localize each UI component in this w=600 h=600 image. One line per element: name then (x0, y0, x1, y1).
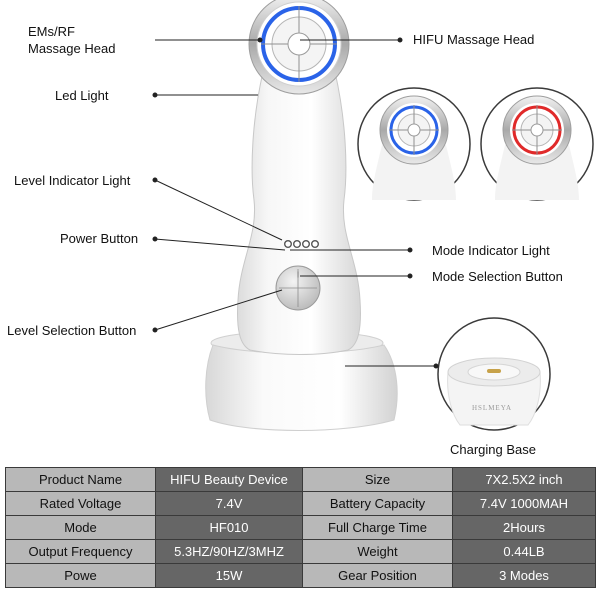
spec-value: 3 Modes (452, 563, 596, 588)
leader-lines (152, 37, 439, 369)
spec-key: Gear Position (302, 563, 453, 588)
spec-value: HIFU Beauty Device (155, 467, 303, 492)
mode-indicator-dots (284, 239, 320, 248)
label-ems-rf-line1: EMs/RF (28, 24, 75, 39)
spec-key: Size (302, 467, 453, 492)
spec-key: Mode (5, 515, 156, 540)
spec-value: 2Hours (452, 515, 596, 540)
label-ems-rf-line2: Massage Head (28, 41, 116, 56)
label-hifu-head: HIFU Massage Head (413, 32, 535, 47)
spec-key: Powe (5, 563, 156, 588)
spec-key: Full Charge Time (302, 515, 453, 540)
label-power-button: Power Button (60, 231, 139, 246)
table-row: Product Name HIFU Beauty Device Size 7X2… (5, 467, 596, 492)
spec-value: 0.44LB (452, 539, 596, 564)
label-mode-indicator: Mode Indicator Light (432, 243, 550, 258)
label-ems-rf-head: EMs/RF Massage Head (28, 23, 115, 57)
spec-value: HF010 (155, 515, 303, 540)
label-level-indicator: Level Indicator Light (14, 173, 131, 188)
table-row: Powe 15W Gear Position 3 Modes (5, 563, 596, 588)
device-diagram: | (152, 0, 594, 431)
label-charging-base: Charging Base (450, 442, 536, 457)
label-mode-selection: Mode Selection Button (432, 269, 563, 284)
control-button: | (275, 265, 321, 311)
spec-value: 7.4V 1000MAH (452, 491, 596, 516)
spec-table: Product Name HIFU Beauty Device Size 7X2… (5, 467, 596, 588)
table-row: Output Frequency 5.3HZ/90HZ/3MHZ Weight … (5, 539, 596, 564)
spec-value: 5.3HZ/90HZ/3MHZ (155, 539, 303, 564)
spec-key: Rated Voltage (5, 491, 156, 516)
spec-key: Product Name (5, 467, 156, 492)
inset-blue-led (357, 87, 471, 201)
label-level-selection: Level Selection Button (7, 323, 137, 338)
table-row: Rated Voltage 7.4V Battery Capacity 7.4V… (5, 491, 596, 516)
spec-value: 7X2.5X2 inch (452, 467, 596, 492)
spec-value: 7.4V (155, 491, 303, 516)
label-led-light: Led Light (55, 88, 109, 103)
spec-key: Output Frequency (5, 539, 156, 564)
inset-red-led (480, 87, 594, 201)
spec-key: Weight (302, 539, 453, 564)
inset-charging-base: HSLMEYA (437, 317, 551, 431)
spec-key: Battery Capacity (302, 491, 453, 516)
table-row: Mode HF010 Full Charge Time 2Hours (5, 515, 596, 540)
svg-text:|: | (297, 272, 299, 278)
spec-value: 15W (155, 563, 303, 588)
brand-mark: HSLMEYA (472, 404, 512, 412)
device-body: | (237, 71, 361, 355)
device-head (248, 0, 350, 95)
